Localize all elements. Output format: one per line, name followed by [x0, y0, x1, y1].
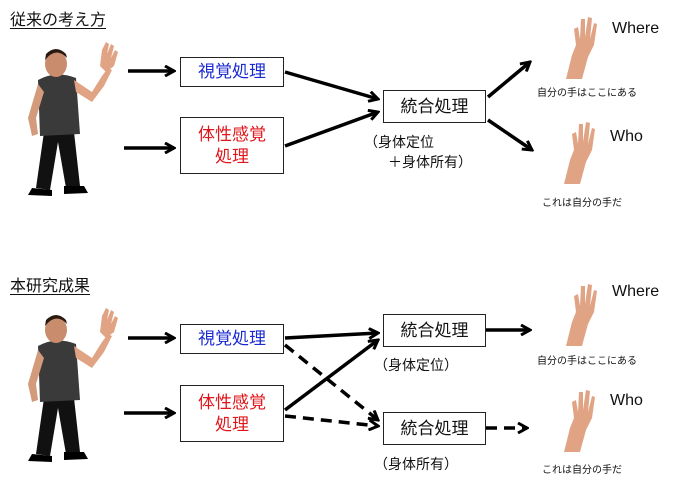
somatosensory-label-line1-top: 体性感覚 — [198, 124, 266, 145]
somatosensory-processing-box-bottom: 体性感覚 処理 — [180, 385, 284, 442]
who-label-top: Who — [610, 128, 643, 145]
integration-note-ownership: （身体所有） — [374, 457, 458, 473]
person-figure-icon — [28, 42, 118, 196]
where-label-bottom: Where — [612, 283, 660, 300]
who-label-bottom: Who — [610, 392, 643, 409]
integration-label-top: 統合処理 — [400, 96, 469, 117]
where-caption-bottom: 自分の手はここにある — [537, 356, 637, 367]
where-label-top: Where — [612, 20, 660, 37]
dashed-visual-to-integrate2 — [283, 343, 378, 420]
section-title-findings: 本研究成果 — [10, 276, 91, 295]
somatosensory-label-line2-top: 処理 — [215, 146, 249, 167]
somatosensory-label-line2-bottom: 処理 — [215, 414, 249, 435]
arrow-visual-to-integrate1 — [284, 333, 378, 340]
integration-box-top: 統合処理 — [383, 90, 486, 123]
integration-note-line1-top: （身体定位 — [364, 135, 434, 151]
arrow-integrate-to-who-top — [487, 118, 532, 150]
raised-hand-icon — [566, 17, 597, 79]
integration-box-location: 統合処理 — [383, 314, 486, 347]
somatosensory-processing-box-top: 体性感覚 処理 — [180, 117, 284, 174]
arrow-visual-to-integrate-top — [284, 70, 378, 99]
where-caption-top: 自分の手はここにある — [537, 88, 637, 99]
raised-hand-icon — [566, 284, 597, 346]
visual-processing-label-top: 視覚処理 — [198, 62, 266, 82]
integration-label-location: 統合処理 — [400, 320, 469, 341]
section-title-conventional: 従来の考え方 — [10, 10, 107, 29]
who-caption-bottom: これは自分の手だ — [542, 465, 622, 476]
visual-processing-box-top: 視覚処理 — [180, 57, 284, 87]
visual-processing-box-bottom: 視覚処理 — [180, 324, 284, 354]
integration-box-ownership: 統合処理 — [383, 412, 486, 445]
arrow-soma-to-integrate1 — [283, 340, 378, 412]
arrow-integrate-to-where-top — [486, 62, 530, 99]
who-caption-top: これは自分の手だ — [542, 198, 622, 209]
raised-hand-icon — [564, 390, 595, 452]
dashed-soma-to-integrate2 — [284, 414, 378, 426]
arrow-soma-to-integrate-top — [284, 112, 378, 148]
raised-hand-icon — [564, 122, 595, 184]
person-figure-icon — [28, 308, 118, 462]
somatosensory-label-line1-bottom: 体性感覚 — [198, 392, 266, 413]
integration-note-line2-top: ＋身体所有） — [388, 155, 472, 171]
visual-processing-label-bottom: 視覚処理 — [198, 329, 266, 349]
integration-note-location: （身体定位） — [374, 358, 458, 374]
integration-label-ownership: 統合処理 — [400, 418, 469, 439]
